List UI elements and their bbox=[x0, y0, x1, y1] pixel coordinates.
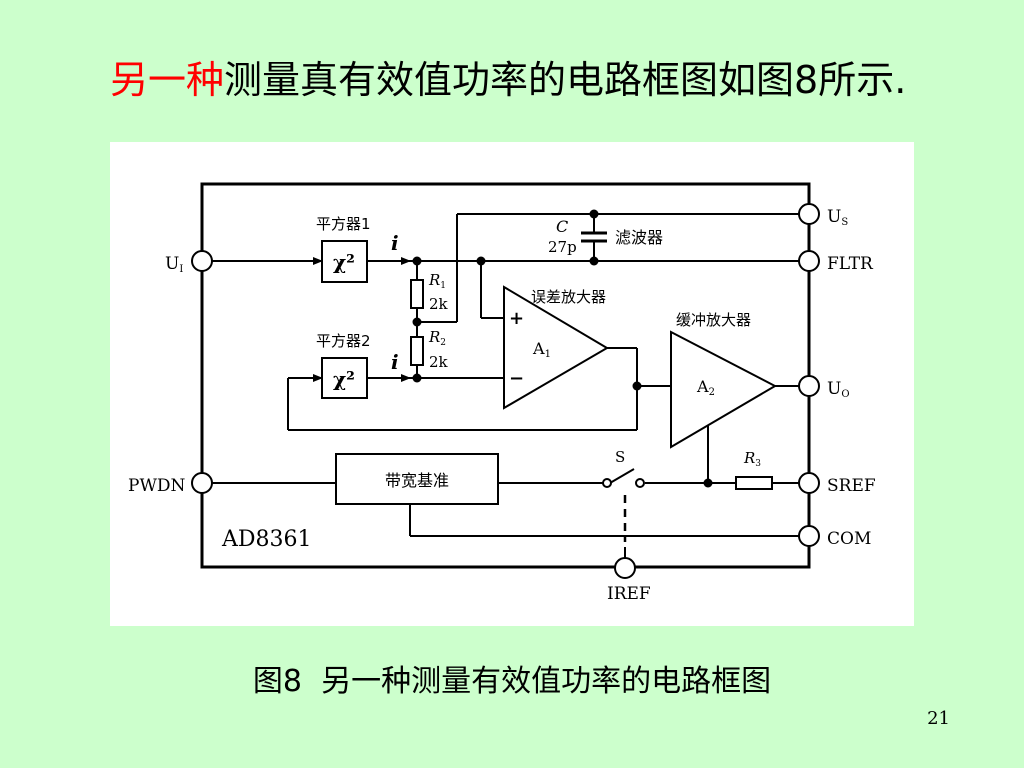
title-text: 测量真有效值功率的电路框图如图8所示. bbox=[224, 58, 907, 102]
title-highlight: 另一种 bbox=[110, 58, 225, 102]
label-r3: R3 bbox=[743, 449, 761, 469]
error-amplifier-a1 bbox=[503, 285, 609, 410]
label-squarer1: 平方器1 bbox=[316, 215, 371, 233]
slide-title: 另一种测量真有效值功率的电路框图如图8所示. bbox=[110, 56, 970, 104]
squarer2-box bbox=[321, 357, 368, 399]
label-minus: − bbox=[509, 368, 524, 389]
pin-fltr bbox=[798, 250, 820, 272]
pin-uo bbox=[798, 375, 820, 397]
resistor-r1 bbox=[410, 279, 424, 309]
wires bbox=[212, 213, 799, 558]
pin-ui bbox=[191, 250, 213, 272]
figure-caption: 图8 另一种测量有效值功率的电路框图 bbox=[252, 664, 772, 699]
pin-us bbox=[798, 203, 820, 225]
label-us: US bbox=[827, 207, 848, 228]
junction-dots bbox=[412, 209, 713, 488]
label-a1: A1 bbox=[532, 339, 551, 360]
squarer2-symbol: χ² bbox=[333, 367, 355, 391]
label-sref: SREF bbox=[827, 476, 876, 496]
current-i1: i bbox=[391, 231, 399, 255]
bandgap-box bbox=[335, 453, 499, 505]
circuit-diagram: UI PWDN US FLTR UO SREF COM IREF AD8361 … bbox=[128, 182, 876, 604]
diagram-panel: UI PWDN US FLTR UO SREF COM IREF AD8361 … bbox=[110, 142, 914, 626]
label-r2-value: 2k bbox=[429, 353, 449, 371]
resistor-r2 bbox=[410, 336, 424, 366]
label-c: C bbox=[556, 217, 568, 236]
chip-name: AD8361 bbox=[221, 527, 312, 552]
label-c-value: 27p bbox=[548, 238, 577, 256]
current-i2: i bbox=[391, 350, 399, 374]
label-switch: S bbox=[615, 448, 625, 466]
resistor-r3 bbox=[735, 476, 773, 490]
label-buffer-amp: 缓冲放大器 bbox=[676, 311, 751, 329]
label-squarer2: 平方器2 bbox=[316, 332, 371, 350]
label-iref: IREF bbox=[607, 584, 651, 604]
pin-iref bbox=[614, 557, 636, 579]
switch-contact-right bbox=[635, 478, 645, 488]
label-fltr: FLTR bbox=[827, 254, 874, 274]
pin-com bbox=[798, 525, 820, 547]
label-r1: R1 bbox=[428, 271, 446, 291]
label-bandgap: 带宽基准 bbox=[385, 471, 449, 490]
buffer-amplifier-a2 bbox=[670, 330, 778, 449]
label-error-amp: 误差放大器 bbox=[531, 288, 606, 306]
pin-sref bbox=[798, 472, 820, 494]
label-com: COM bbox=[827, 529, 871, 549]
label-filter: 滤波器 bbox=[615, 228, 663, 247]
pin-pwdn bbox=[191, 472, 213, 494]
label-r1-value: 2k bbox=[429, 295, 449, 313]
squarer1-box bbox=[321, 240, 368, 283]
label-a2: A2 bbox=[696, 377, 715, 398]
label-plus: + bbox=[509, 308, 524, 329]
label-r2: R2 bbox=[428, 328, 446, 348]
label-uo: UO bbox=[827, 379, 850, 400]
page-number: 21 bbox=[927, 708, 950, 729]
squarer1-symbol: χ² bbox=[333, 250, 355, 274]
label-pwdn: PWDN bbox=[128, 476, 186, 496]
label-ui: UI bbox=[165, 254, 183, 275]
switch-contact-left bbox=[602, 478, 612, 488]
